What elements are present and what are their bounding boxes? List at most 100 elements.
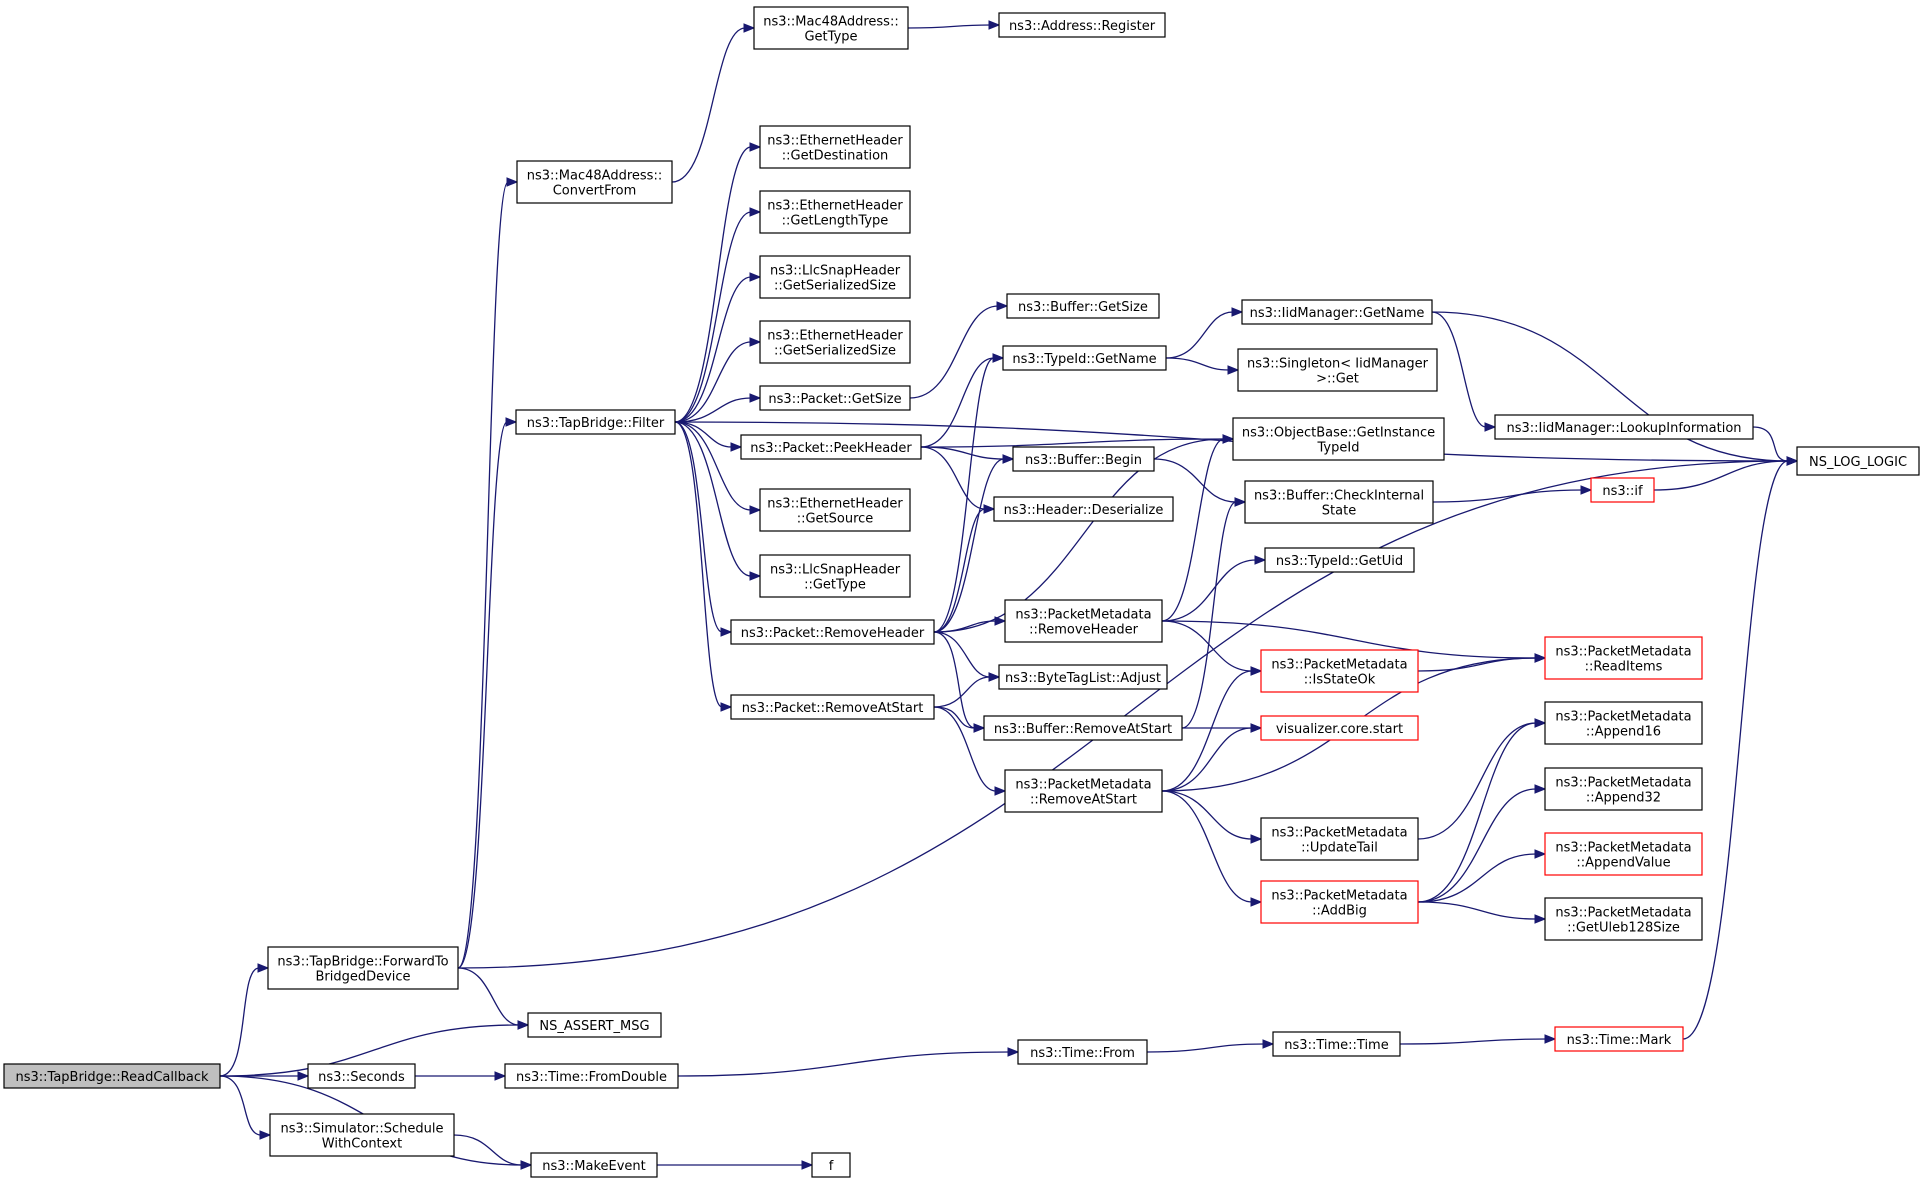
node-box[interactable] [1544, 897, 1703, 941]
node-box[interactable] [1544, 767, 1703, 811]
node-llcgetser[interactable]: ns3::LlcSnapHeader::GetSerializedSize [759, 255, 911, 299]
node-filter[interactable]: ns3::TapBridge::Filter [515, 409, 676, 435]
node-box[interactable] [1017, 1039, 1148, 1065]
node-removeheader[interactable]: ns3::Packet::RemoveHeader [730, 619, 935, 645]
node-box[interactable] [1494, 414, 1754, 440]
node-fromdouble[interactable]: ns3::Time::FromDouble [504, 1063, 679, 1089]
node-box[interactable] [1544, 701, 1703, 745]
node-bufremoveatstart[interactable]: ns3::Buffer::RemoveAtStart [983, 715, 1183, 741]
node-singleton[interactable]: ns3::Singleton< IidManager>::Get [1237, 348, 1438, 392]
node-box[interactable] [993, 496, 1174, 522]
node-nsif[interactable]: ns3::if [1590, 477, 1655, 503]
node-box[interactable] [730, 619, 935, 645]
node-convertfrom[interactable]: ns3::Mac48Address::ConvertFrom [516, 160, 673, 204]
node-box[interactable] [1264, 547, 1415, 573]
node-box[interactable] [3, 1063, 221, 1089]
node-box[interactable] [1590, 477, 1655, 503]
node-llcgettype[interactable]: ns3::LlcSnapHeader::GetType [759, 554, 911, 598]
node-pmappend16[interactable]: ns3::PacketMetadata::Append16 [1544, 701, 1703, 745]
node-bufgetsize[interactable]: ns3::Buffer::GetSize [1006, 293, 1160, 319]
node-box[interactable] [759, 255, 911, 299]
node-box[interactable] [1244, 480, 1434, 524]
node-box[interactable] [759, 488, 911, 532]
node-box[interactable] [527, 1012, 662, 1038]
node-bufbegin[interactable]: ns3::Buffer::Begin [1012, 446, 1155, 472]
node-box[interactable] [1004, 599, 1163, 643]
node-box[interactable] [740, 434, 922, 460]
node-pmappendvalue[interactable]: ns3::PacketMetadata::AppendValue [1544, 832, 1703, 876]
node-ethgetser[interactable]: ns3::EthernetHeader::GetSerializedSize [759, 320, 911, 364]
node-box[interactable] [1544, 636, 1703, 680]
node-hdrdeser[interactable]: ns3::Header::Deserialize [993, 496, 1174, 522]
node-box[interactable] [759, 320, 911, 364]
node-box[interactable] [504, 1063, 679, 1089]
node-box[interactable] [1260, 649, 1419, 693]
node-box[interactable] [811, 1152, 851, 1178]
node-nslog[interactable]: NS_LOG_LOGIC [1796, 446, 1920, 476]
node-box[interactable] [1232, 417, 1445, 461]
node-box[interactable] [1260, 880, 1419, 924]
node-box[interactable] [1237, 348, 1438, 392]
node-box[interactable] [515, 409, 676, 435]
node-box[interactable] [1554, 1026, 1684, 1052]
node-pmgetuleb[interactable]: ns3::PacketMetadata::GetUleb128Size [1544, 897, 1703, 941]
node-box[interactable] [759, 385, 911, 411]
node-removeatstart[interactable]: ns3::Packet::RemoveAtStart [730, 694, 935, 720]
node-pmreaditems[interactable]: ns3::PacketMetadata::ReadItems [1544, 636, 1703, 680]
node-box[interactable] [1241, 299, 1433, 325]
node-box[interactable] [530, 1152, 658, 1178]
node-ethgetlen[interactable]: ns3::EthernetHeader::GetLengthType [759, 190, 911, 234]
node-ethgetdest[interactable]: ns3::EthernetHeader::GetDestination [759, 125, 911, 169]
node-seconds[interactable]: ns3::Seconds [307, 1063, 416, 1089]
node-box[interactable] [753, 6, 909, 50]
node-box[interactable] [759, 125, 911, 169]
node-iidgetname[interactable]: ns3::IidManager::GetName [1241, 299, 1433, 325]
node-pmupdatetail[interactable]: ns3::PacketMetadata::UpdateTail [1260, 817, 1419, 861]
node-box[interactable] [759, 554, 911, 598]
node-mac48gettype[interactable]: ns3::Mac48Address::GetType [753, 6, 909, 50]
node-box[interactable] [998, 664, 1168, 690]
node-pmappend32[interactable]: ns3::PacketMetadata::Append32 [1544, 767, 1703, 811]
node-addrregister[interactable]: ns3::Address::Register [998, 12, 1166, 38]
node-pktgetsize[interactable]: ns3::Packet::GetSize [759, 385, 911, 411]
node-peekheader[interactable]: ns3::Packet::PeekHeader [740, 434, 922, 460]
node-makeevent[interactable]: ns3::MakeEvent [530, 1152, 658, 1178]
node-box[interactable] [1260, 817, 1419, 861]
node-typeidgetname[interactable]: ns3::TypeId::GetName [1002, 345, 1167, 371]
node-f[interactable]: f [811, 1152, 851, 1178]
node-timemark[interactable]: ns3::Time::Mark [1554, 1026, 1684, 1052]
node-pmremoveheader[interactable]: ns3::PacketMetadata::RemoveHeader [1004, 599, 1163, 643]
node-pmremoveatstart[interactable]: ns3::PacketMetadata::RemoveAtStart [1004, 769, 1163, 813]
node-box[interactable] [983, 715, 1183, 741]
node-box[interactable] [759, 190, 911, 234]
node-box[interactable] [1260, 715, 1419, 741]
node-pmisstateok[interactable]: ns3::PacketMetadata::IsStateOk [1260, 649, 1419, 693]
node-timefrom[interactable]: ns3::Time::From [1017, 1039, 1148, 1065]
node-readcallback[interactable]: ns3::TapBridge::ReadCallback [3, 1063, 221, 1089]
node-bytetagadjust[interactable]: ns3::ByteTagList::Adjust [998, 664, 1168, 690]
node-box[interactable] [1004, 769, 1163, 813]
node-box[interactable] [1796, 446, 1920, 476]
node-pmaddbig[interactable]: ns3::PacketMetadata::AddBig [1260, 880, 1419, 924]
node-box[interactable] [269, 1113, 455, 1157]
node-box[interactable] [998, 12, 1166, 38]
node-box[interactable] [267, 946, 459, 990]
node-box[interactable] [1272, 1031, 1401, 1057]
node-box[interactable] [1544, 832, 1703, 876]
node-box[interactable] [1006, 293, 1160, 319]
node-ethgetsrc[interactable]: ns3::EthernetHeader::GetSource [759, 488, 911, 532]
node-box[interactable] [730, 694, 935, 720]
node-box[interactable] [307, 1063, 416, 1089]
node-typeidgetuid[interactable]: ns3::TypeId::GetUid [1264, 547, 1415, 573]
node-timetime[interactable]: ns3::Time::Time [1272, 1031, 1401, 1057]
node-vizstart[interactable]: visualizer.core.start [1260, 715, 1419, 741]
node-box[interactable] [1002, 345, 1167, 371]
node-iidlookup[interactable]: ns3::IidManager::LookupInformation [1494, 414, 1754, 440]
node-box[interactable] [1012, 446, 1155, 472]
node-assertmsg[interactable]: NS_ASSERT_MSG [527, 1012, 662, 1038]
node-box[interactable] [516, 160, 673, 204]
